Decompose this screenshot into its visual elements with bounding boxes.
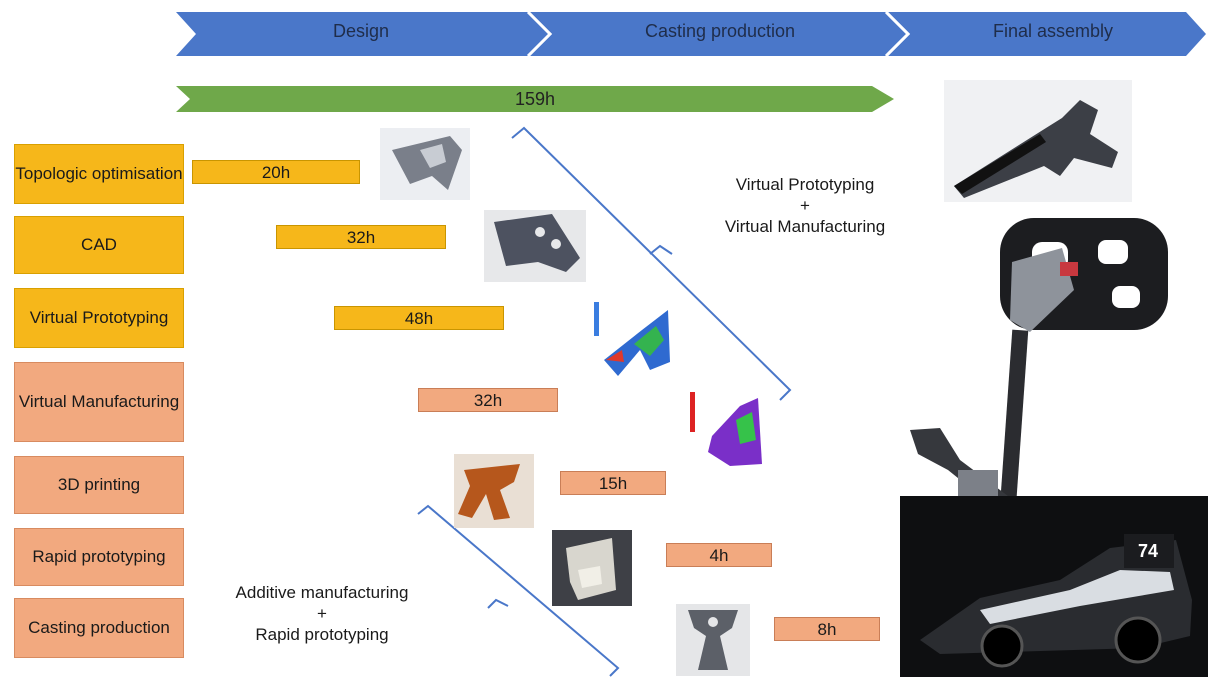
stage-chevron-design — [176, 12, 550, 56]
additive-note: Additive manufacturing + Rapid prototypi… — [212, 580, 432, 648]
task-cad: CAD — [14, 216, 184, 274]
task-virtual-manufacturing: Virtual Manufacturing — [14, 362, 184, 442]
final-assembly-photo — [944, 80, 1132, 202]
virtual-note-line2: Virtual Manufacturing — [724, 217, 886, 236]
total-time-bar — [176, 86, 894, 112]
additive-note-line1: Additive manufacturing — [235, 583, 409, 602]
duration-3d-printing: 15h — [560, 471, 666, 495]
additive-bracket — [417, 504, 620, 677]
additive-note-line2: Rapid prototyping — [255, 625, 389, 644]
virtual-note: Virtual Prototyping + Virtual Manufactur… — [690, 172, 920, 240]
duration-casting-production: 8h — [774, 617, 880, 641]
race-car-photo — [900, 496, 1208, 677]
stage-label-final-assembly: Final assembly — [992, 21, 1114, 41]
virtual-manufacturing-fem-image — [686, 384, 768, 472]
total-time-label: 159h — [514, 89, 556, 109]
rapid-prototype-image — [552, 530, 632, 606]
duration-cad: 32h — [276, 225, 446, 249]
stage-label-casting-production: Casting production — [644, 21, 796, 41]
task-virtual-prototyping: Virtual Prototyping — [14, 288, 184, 348]
race-car-number: 74 — [1137, 541, 1159, 561]
virtual-note-line1: Virtual Prototyping — [735, 175, 875, 194]
3d-printed-part-image — [454, 454, 534, 528]
duration-virtual-manufacturing: 32h — [418, 388, 558, 412]
duration-topologic-optimisation: 20h — [192, 160, 360, 184]
virtual-note-plus: + — [800, 196, 810, 215]
additive-note-plus: + — [317, 604, 327, 623]
task-3d-printing: 3D printing — [14, 456, 184, 514]
virtual-prototyping-fem-image — [588, 296, 678, 378]
topology-part-image — [380, 128, 470, 200]
virtual-bracket — [511, 126, 792, 401]
task-casting-production: Casting production — [14, 598, 184, 658]
task-rapid-prototyping: Rapid prototyping — [14, 528, 184, 586]
duration-rapid-prototyping: 4h — [666, 543, 772, 567]
stage-chevron-final — [888, 12, 1206, 56]
stage-label-design: Design — [332, 21, 390, 41]
cad-part-image — [484, 210, 586, 282]
stage-chevron-casting — [530, 12, 908, 56]
task-topologic-optimisation: Topologic optimisation — [14, 144, 184, 204]
cast-part-image — [676, 604, 750, 676]
duration-virtual-prototyping: 48h — [334, 306, 504, 330]
